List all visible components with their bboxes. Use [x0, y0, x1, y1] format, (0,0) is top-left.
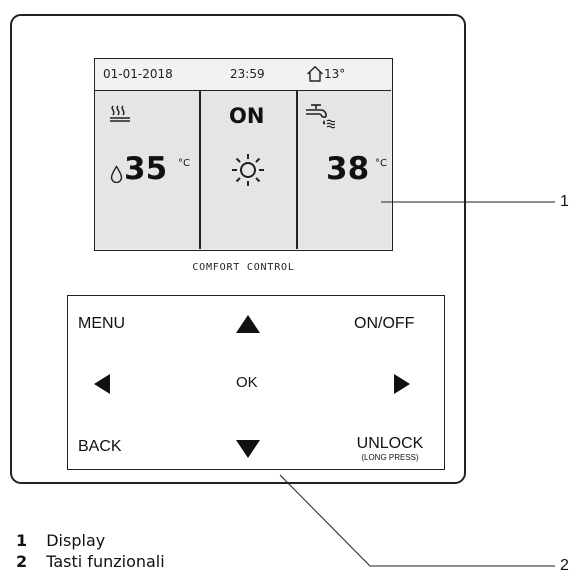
unlock-button[interactable]: UNLOCK (LONG PRESS): [349, 435, 431, 462]
lcd-outdoor-temp: 13°: [324, 67, 346, 81]
legend-number: 1: [16, 531, 28, 550]
legend-item: 2 Tasti funzionali: [16, 552, 165, 571]
lcd-body: [95, 91, 391, 249]
hot-water-tap-icon: [305, 102, 336, 130]
display-callout-number: 1: [560, 193, 569, 210]
keys-callout-number: 2: [560, 557, 569, 574]
lcd-display: 01-01-2018 23:59 13° 35 °C ON: [94, 58, 393, 251]
lcd-date: 01-01-2018: [103, 67, 173, 81]
legend-item: 1 Display: [16, 531, 105, 550]
lcd-divider: [199, 91, 201, 249]
unlock-hint: (LONG PRESS): [361, 453, 419, 462]
legend-text: Display: [46, 531, 106, 550]
dhw-temp-unit: °C: [375, 158, 387, 169]
ok-button[interactable]: OK: [236, 374, 258, 391]
mode-status: ON: [229, 104, 265, 128]
back-button[interactable]: BACK: [78, 438, 122, 455]
heating-temp-unit: °C: [178, 158, 190, 169]
heating-coil-icon: [108, 104, 132, 124]
right-arrow-icon[interactable]: [393, 373, 411, 395]
heating-temp-value: 35: [124, 151, 168, 187]
legend-number: 2: [16, 552, 28, 571]
sun-icon: [230, 152, 266, 188]
legend-text: Tasti funzionali: [46, 552, 165, 571]
on-off-button[interactable]: ON/OFF: [354, 315, 415, 332]
left-arrow-icon[interactable]: [93, 373, 111, 395]
unlock-label: UNLOCK: [356, 435, 424, 452]
keys-leader-line: [279, 474, 555, 567]
brand-label: COMFORT CONTROL: [192, 262, 295, 273]
water-drop-icon: [110, 165, 123, 184]
lcd-header-bar: 01-01-2018 23:59 13°: [95, 59, 391, 91]
dhw-temp-value: 38: [326, 151, 370, 187]
down-arrow-icon[interactable]: [235, 439, 261, 459]
up-arrow-icon[interactable]: [235, 314, 261, 334]
menu-button[interactable]: MENU: [78, 315, 126, 332]
lcd-divider: [296, 91, 298, 249]
keypad: MENU ON/OFF OK BACK UNLOCK (LONG PRESS): [67, 295, 445, 470]
lcd-time: 23:59: [230, 67, 265, 81]
home-icon: [306, 65, 324, 83]
